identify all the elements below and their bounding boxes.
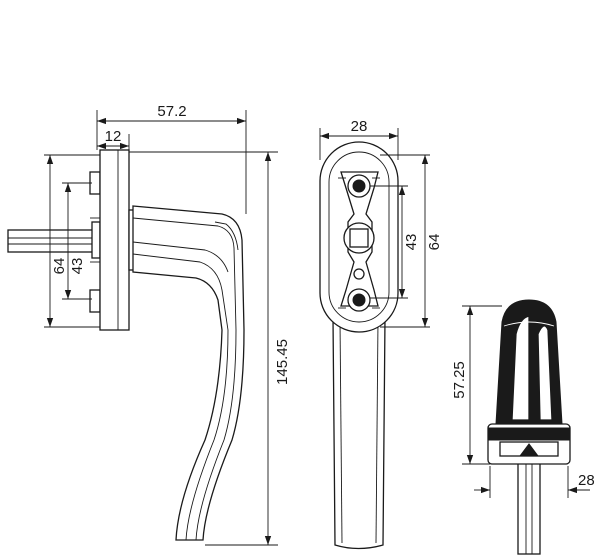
dim-label-64-side: 64 [51,258,68,275]
dim-side-plate-width: 12 [97,128,130,150]
dim-label-57-2: 57.2 [157,103,186,120]
front-rosette [319,141,399,333]
dim-label-43-front: 43 [403,234,420,251]
knob-body [495,299,563,425]
side-handle-lever [132,205,245,541]
dim-knob-height: 57.25 [451,305,502,465]
dim-label-28-front: 28 [351,118,368,135]
dim-label-43-side: 43 [69,258,86,275]
front-view: 28 43 64 [319,118,443,550]
knob-view: 57.25 28 [451,299,595,555]
dim-label-57-25: 57.25 [451,361,468,399]
side-base-plate [99,149,135,331]
knob-collar [487,423,571,465]
dim-label-145-45: 145.45 [274,339,291,385]
dim-side-total-width: 57.2 [96,103,247,214]
dim-side-outer-height: 64 [44,154,100,328]
dim-label-12: 12 [105,128,122,145]
dim-front-width: 28 [319,118,399,160]
knob-spindle [517,461,541,555]
dim-front-outer-height: 64 [380,154,443,328]
dim-knob-spindle: 28 [474,466,595,498]
dim-label-28-knob: 28 [578,472,595,489]
front-handle-lever [332,317,386,550]
dim-label-64-front: 64 [426,234,443,251]
side-bosses [89,171,101,313]
dim-overall-height: 145.45 [129,151,291,546]
side-view: 57.2 12 64 43 145.45 [7,103,291,546]
dim-side-inner-height: 43 [62,182,92,300]
dim-front-inner-height: 43 [370,185,420,299]
side-spindle [7,229,95,253]
